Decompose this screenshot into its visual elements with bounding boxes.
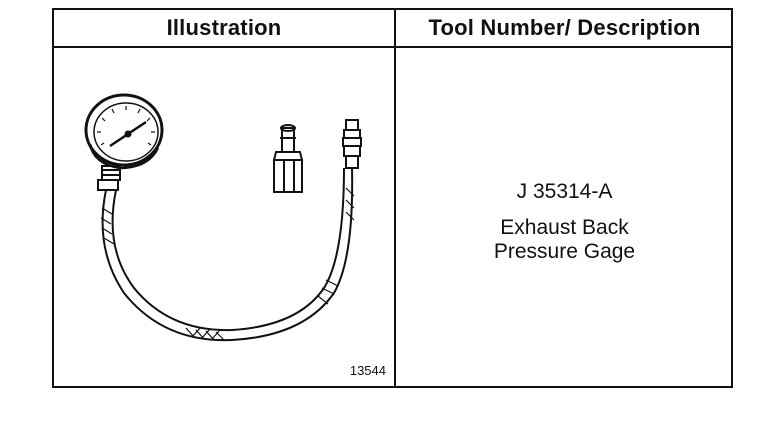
hose-icon [100, 167, 355, 342]
adapter-fitting-icon [272, 124, 304, 193]
figure-number: 13544 [349, 363, 386, 378]
gauge-dial-icon [84, 93, 164, 170]
pressure-gage-illustration [84, 93, 362, 342]
column-divider [394, 10, 396, 386]
description-cell: J 35314-A Exhaust Back Pressure Gage [396, 48, 733, 386]
tool-number: J 35314-A [516, 180, 613, 203]
hose-end-fitting-icon [342, 119, 362, 169]
header-tool-description: Tool Number/ Description [428, 15, 701, 40]
tool-description-line-1: Exhaust Back [500, 216, 629, 239]
illustration-cell: 13544 [54, 48, 394, 386]
gauge-fitting-icon [97, 165, 121, 191]
table-header-row: Illustration Tool Number/ Description [54, 10, 731, 48]
tool-description: Exhaust Back Pressure Gage [396, 216, 733, 264]
tool-description-line-2: Pressure Gage [493, 240, 636, 263]
header-illustration: Illustration [166, 15, 282, 40]
tool-table: Illustration Tool Number/ Description [52, 8, 733, 388]
